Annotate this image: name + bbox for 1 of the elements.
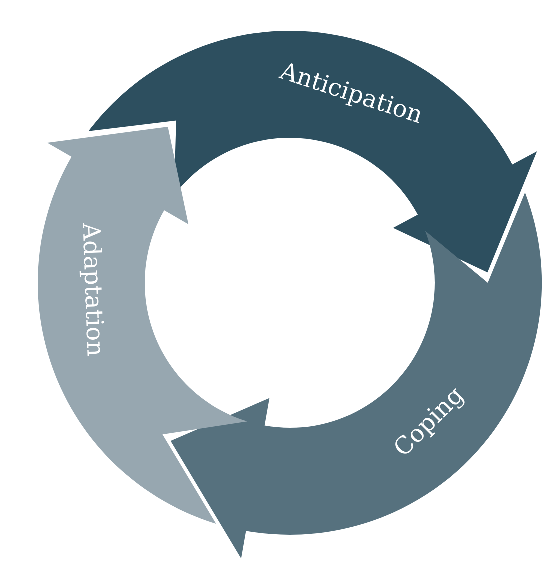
cycle-segment: Adaptation (38, 126, 248, 524)
